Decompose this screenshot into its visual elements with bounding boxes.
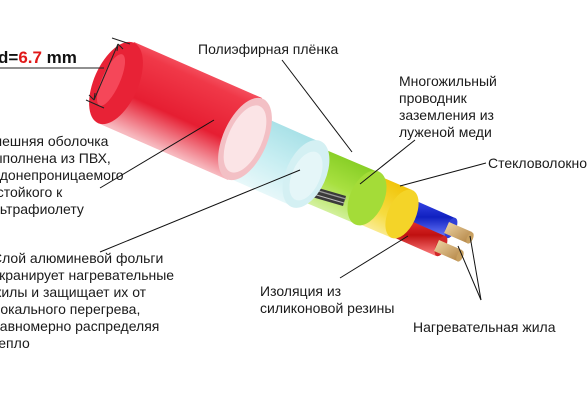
label-outer-sheath: Внешняя оболочка выполнена из ПВХ, водон…: [0, 133, 124, 217]
diameter-label: d=6.7 mm: [0, 48, 77, 67]
label-heating-core: Нагревательная жила: [413, 319, 556, 335]
leader-lines: [99, 59, 487, 301]
label-foil-layer: Слой алюминевой фольги экранирует нагрев…: [0, 250, 175, 351]
outer-sheath: [89, 41, 272, 181]
label-fiberglass: Стекловолокно: [488, 155, 588, 171]
label-polyester-film: Полиэфирная плёнка: [198, 41, 339, 57]
label-ground-conductor: Многожильный проводник заземления из луж…: [399, 73, 497, 140]
label-silicone-insulation: Изоляция из силиконовой резины: [260, 283, 395, 316]
diameter-dimension: [0, 37, 131, 109]
diameter-value: 6.7: [18, 48, 42, 67]
